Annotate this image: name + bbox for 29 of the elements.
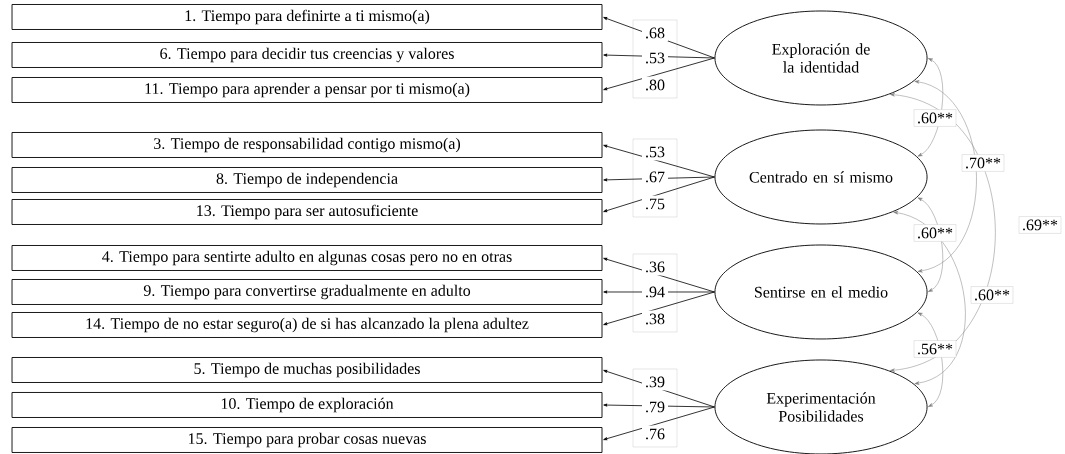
item-box: 5. Tiempo de muchas posibilidades: [11, 357, 603, 383]
item-box: 11. Tiempo para aprender a pensar por ti mismo(a): [11, 77, 603, 103]
loading-arrow: [603, 291, 715, 326]
edge-label: .69**: [1018, 216, 1062, 234]
item-box: 3. Tiempo de responsabilidad contigo mismo(a): [11, 132, 603, 158]
item-box: 8. Tiempo de independencia: [11, 167, 603, 193]
correlation-arrow: [893, 211, 966, 385]
loading-arrow: [603, 406, 715, 441]
item-box: 4. Tiempo para sentirte adulto en algunas cosas pero no en otras: [11, 245, 603, 271]
edge-label: .56**: [913, 340, 957, 358]
item-box: 1. Tiempo para definirte a ti mismo(a): [11, 4, 603, 30]
loading-arrow: [603, 257, 715, 293]
item-box: 6. Tiempo para decidir tus creencias y valores: [11, 42, 603, 68]
loading-arrow: [603, 144, 715, 178]
edge-label: .60**: [913, 109, 957, 127]
item-box: 14. Tiempo de no estar seguro(a) de si has alcanzado la plena adultez: [11, 312, 603, 338]
loading-arrow: [603, 176, 715, 213]
correlation-arrow: [917, 58, 943, 157]
correlation-arrow: [914, 80, 977, 273]
item-box: 10. Tiempo de exploración: [11, 392, 603, 418]
loading-arrow: [603, 57, 715, 91]
item-box: 15. Tiempo para probar cosas nuevas: [11, 427, 603, 453]
item-box: 9. Tiempo para convertirse gradualmente en adulto: [11, 279, 603, 305]
correlation-arrow: [917, 312, 943, 407]
item-box: 13. Tiempo para ser autosuficiente: [11, 199, 603, 225]
edge-label: .60**: [913, 224, 957, 242]
correlation-arrow: [917, 197, 943, 292]
edge-label: .60**: [970, 286, 1014, 304]
edge-label: .70**: [961, 154, 1005, 172]
